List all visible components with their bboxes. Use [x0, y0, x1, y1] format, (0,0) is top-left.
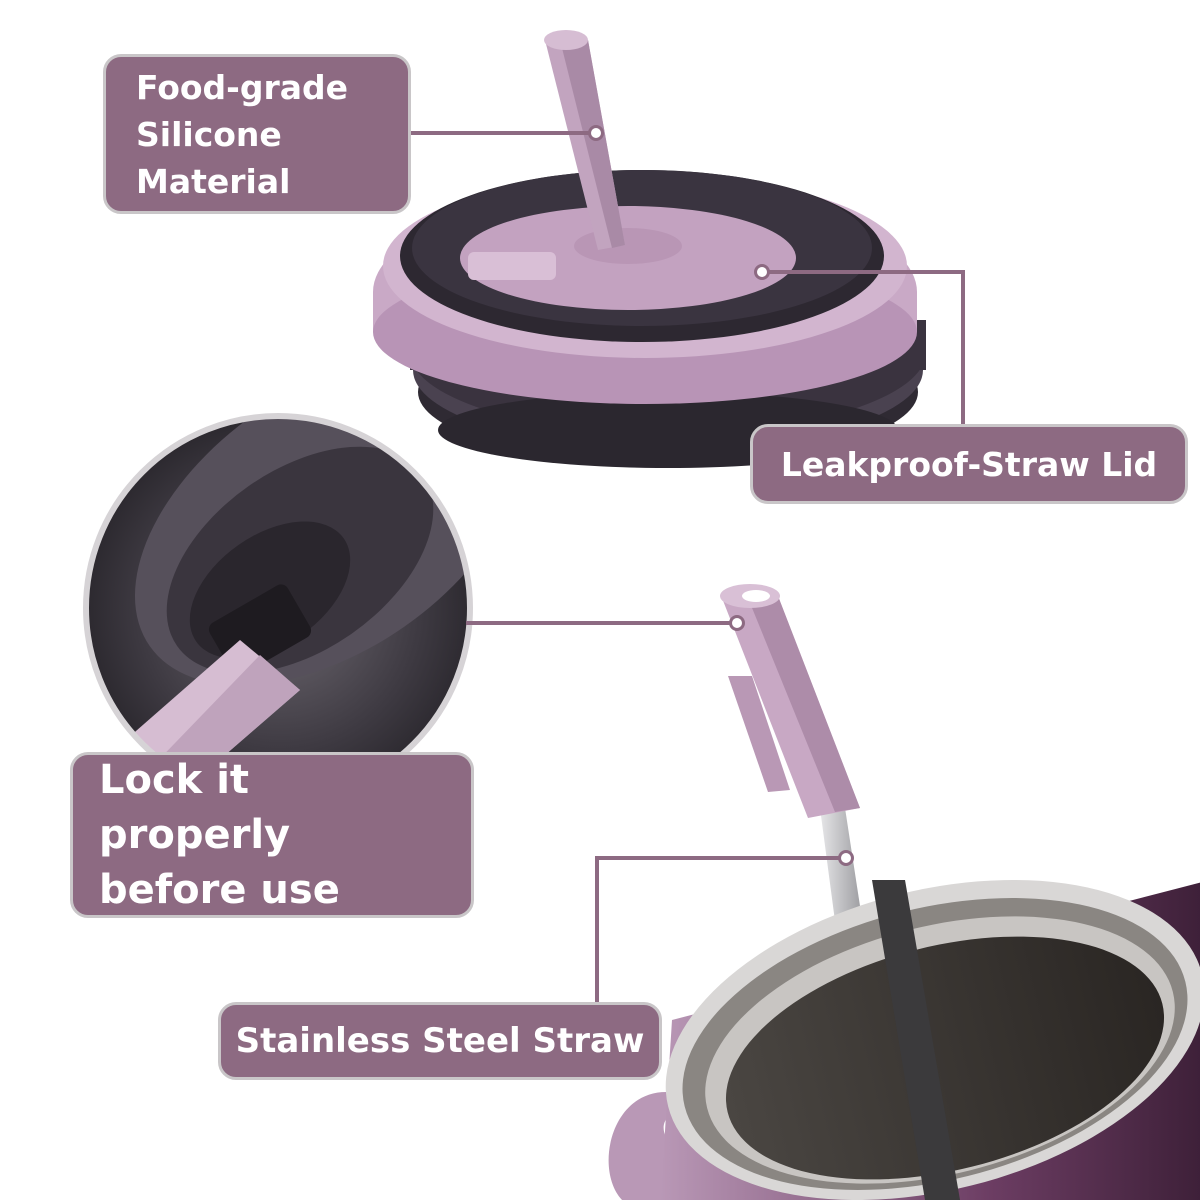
- leader-line-lid-h: [768, 270, 964, 274]
- callout-food-grade-line-3: Material: [136, 161, 291, 201]
- tumbler-illustration: [608, 879, 1200, 1200]
- leader-dot-lock: [729, 615, 745, 631]
- leader-dot-steel: [838, 850, 854, 866]
- leader-line-lock: [466, 621, 736, 625]
- leader-line-lid-v: [961, 270, 965, 426]
- leader-line-steel-h: [595, 856, 845, 860]
- callout-lock-line-2: before use: [99, 866, 340, 913]
- callout-stainless-steel-straw: Stainless Steel Straw: [218, 1002, 662, 1080]
- callout-lid-label: Leakproof-Straw Lid: [780, 444, 1158, 484]
- callout-food-grade-line-2: Silicone: [136, 114, 282, 154]
- leader-line-food-grade: [411, 131, 597, 135]
- callout-food-grade-line-1: Food-grade: [136, 67, 349, 107]
- callout-steel-label: Stainless Steel Straw: [235, 1021, 645, 1061]
- callout-lock-line-1: Lock it properly: [99, 756, 291, 858]
- leader-dot-lid: [754, 264, 770, 280]
- lock-detail-zoom-illustration: [83, 413, 473, 803]
- callout-leakproof-lid: Leakproof-Straw Lid: [750, 424, 1188, 504]
- straw-lid-illustration: [373, 30, 926, 468]
- leader-line-steel-v: [595, 856, 599, 1004]
- callout-lock-properly: Lock it properly before use: [70, 752, 474, 918]
- callout-food-grade-silicone: Food-grade Silicone Material: [103, 54, 411, 214]
- leader-dot-food-grade: [588, 125, 604, 141]
